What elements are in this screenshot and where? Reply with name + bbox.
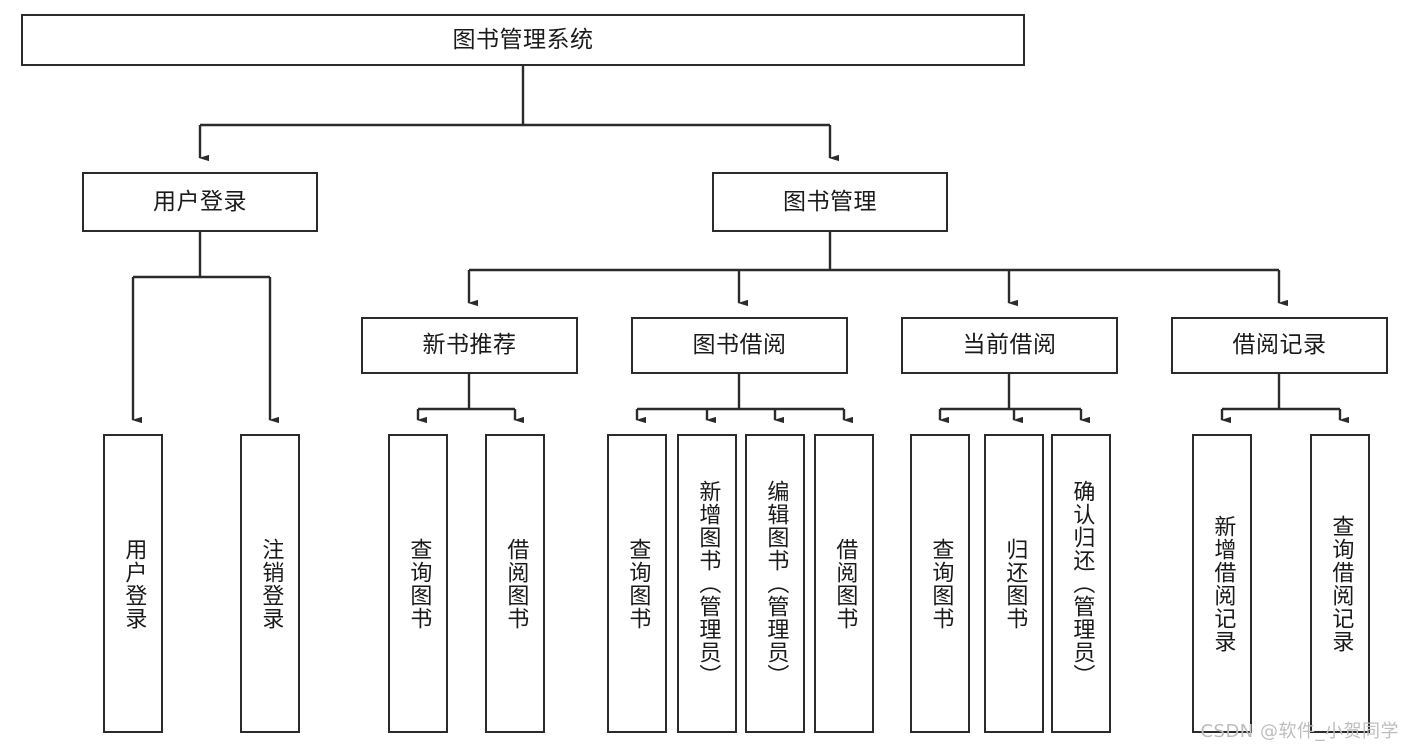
node-leaf-user-logout[interactable]: 注销登录: [240, 434, 300, 733]
node-leaf-query-book-recommend[interactable]: 查询图书: [388, 434, 448, 733]
node-leaf-borrow-book-recommend[interactable]: 借阅图书: [485, 434, 545, 733]
node-leaf-confirm-return[interactable]: 确认归还（管理员）: [1051, 434, 1111, 733]
node-label: 图书管理系统: [452, 26, 594, 53]
node-label: 当前借阅: [962, 332, 1057, 358]
node-label: 查询图书: [928, 537, 954, 630]
node-user-login[interactable]: 用户登录: [82, 172, 318, 232]
node-label: 确认归还（管理员）: [1069, 480, 1095, 687]
node-label: 注销登录: [258, 537, 284, 630]
node-label: 图书借阅: [692, 332, 787, 358]
node-label: 新增借阅记录: [1210, 514, 1236, 653]
node-leaf-query-borrow-record[interactable]: 查询借阅记录: [1310, 434, 1370, 733]
node-label: 新书推荐: [422, 332, 517, 358]
node-label: 查询图书: [406, 537, 432, 630]
node-new-book-recommend[interactable]: 新书推荐: [361, 317, 578, 374]
node-leaf-borrow-book[interactable]: 借阅图书: [814, 434, 874, 733]
watermark-text: CSDN @软件_小贺同学: [1200, 721, 1399, 742]
node-leaf-add-borrow-record[interactable]: 新增借阅记录: [1192, 434, 1252, 733]
node-label: 图书管理: [783, 188, 877, 215]
node-current-borrow[interactable]: 当前借阅: [901, 317, 1118, 374]
node-leaf-query-book-borrow[interactable]: 查询图书: [607, 434, 667, 733]
node-label: 新增图书（管理员）: [695, 480, 721, 687]
node-label: 用户登录: [121, 537, 147, 630]
node-leaf-add-book[interactable]: 新增图书（管理员）: [677, 434, 737, 733]
node-label: 用户登录: [153, 188, 247, 215]
node-leaf-user-login[interactable]: 用户登录: [103, 434, 163, 733]
node-label: 借阅图书: [832, 537, 858, 630]
node-label: 查询图书: [625, 537, 651, 630]
node-book-management[interactable]: 图书管理: [712, 172, 948, 232]
node-label: 借阅图书: [503, 537, 529, 630]
node-root-system[interactable]: 图书管理系统: [21, 14, 1025, 66]
node-label: 编辑图书（管理员）: [763, 480, 789, 687]
node-borrow-record[interactable]: 借阅记录: [1171, 317, 1388, 374]
node-label: 借阅记录: [1232, 332, 1327, 358]
node-leaf-query-book-current[interactable]: 查询图书: [910, 434, 970, 733]
node-leaf-return-book[interactable]: 归还图书: [984, 434, 1044, 733]
node-label: 归还图书: [1002, 537, 1028, 630]
node-label: 查询借阅记录: [1328, 514, 1354, 653]
node-book-borrow[interactable]: 图书借阅: [631, 317, 848, 374]
node-leaf-edit-book[interactable]: 编辑图书（管理员）: [745, 434, 805, 733]
